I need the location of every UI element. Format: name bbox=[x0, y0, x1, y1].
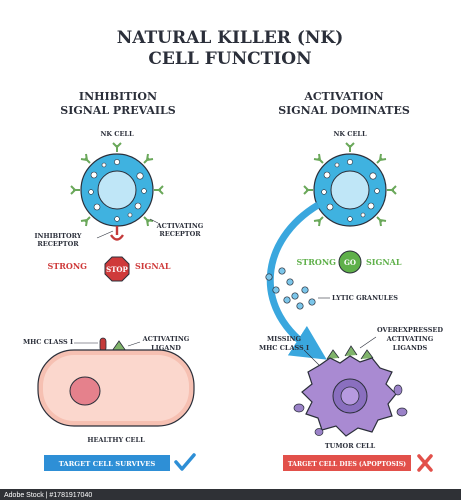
inhibitory-receptor-label-1: INHIBITORY bbox=[34, 232, 81, 240]
mhc-class-label: MHC CLASS I bbox=[23, 338, 73, 346]
activating-receptor-label-2: RECEPTOR bbox=[159, 230, 201, 238]
title-line-1: NATURAL KILLER (NK) bbox=[117, 28, 344, 48]
overexpressed-label-3: LIGANDS bbox=[393, 344, 428, 352]
left-nk-cell bbox=[70, 142, 164, 241]
left-nk-cell-label: NK CELL bbox=[100, 130, 134, 138]
stop-signal-word: STOP bbox=[106, 265, 128, 274]
right-nk-cell bbox=[303, 142, 397, 227]
stop-signal-post: SIGNAL bbox=[135, 261, 171, 271]
go-signal-pre: STRONG bbox=[297, 257, 337, 267]
right-heading-1: ACTIVATION bbox=[303, 90, 383, 103]
stop-sign-icon bbox=[104, 256, 130, 282]
tumor-cell bbox=[293, 345, 408, 437]
lytic-granules-label: LYTIC GRANULES bbox=[332, 294, 398, 302]
attack-arrow bbox=[266, 202, 327, 360]
go-sign-icon bbox=[338, 250, 362, 274]
result-dies-bar bbox=[283, 455, 411, 471]
title-line-2: CELL FUNCTION bbox=[148, 49, 311, 69]
activating-ligand-label-1: ACTIVATING bbox=[142, 335, 190, 343]
overexpressed-label-2: ACTIVATING bbox=[386, 335, 434, 343]
right-heading-2: SIGNAL DOMINATES bbox=[278, 104, 410, 117]
tumor-cell-label: TUMOR CELL bbox=[325, 442, 376, 450]
cross-icon bbox=[417, 454, 433, 472]
stop-signal-pre: STRONG bbox=[48, 261, 88, 271]
go-signal-word: GO bbox=[344, 258, 356, 267]
watermark-text: Adobe Stock | #1781917040 bbox=[4, 492, 92, 499]
watermark-strip bbox=[0, 489, 461, 500]
missing-mhc-label-1: MISSING bbox=[267, 335, 301, 343]
missing-mhc-label-2: MHC CLASS I bbox=[259, 344, 309, 352]
right-nk-cell-label: NK CELL bbox=[333, 130, 367, 138]
left-heading-2: SIGNAL PREVAILS bbox=[60, 104, 176, 117]
activating-receptor-label-1: ACTIVATING bbox=[156, 222, 204, 230]
overexpressed-label-1: OVEREXPRESSED bbox=[377, 326, 443, 334]
check-icon bbox=[174, 453, 196, 471]
left-heading-1: INHIBITION bbox=[79, 90, 157, 103]
go-signal-post: SIGNAL bbox=[366, 257, 402, 267]
healthy-cell bbox=[37, 337, 195, 427]
lytic-granules bbox=[265, 267, 316, 310]
result-survives-bar bbox=[44, 455, 170, 471]
inhibitory-receptor-label-2: RECEPTOR bbox=[37, 240, 79, 248]
activating-ligand-label-2: LIGAND bbox=[151, 344, 181, 352]
result-dies-text: TARGET CELL DIES (APOPTOSIS) bbox=[288, 461, 406, 468]
result-survives-text: TARGET CELL SURVIVES bbox=[59, 460, 156, 468]
healthy-cell-label: HEALTHY CELL bbox=[87, 436, 145, 444]
